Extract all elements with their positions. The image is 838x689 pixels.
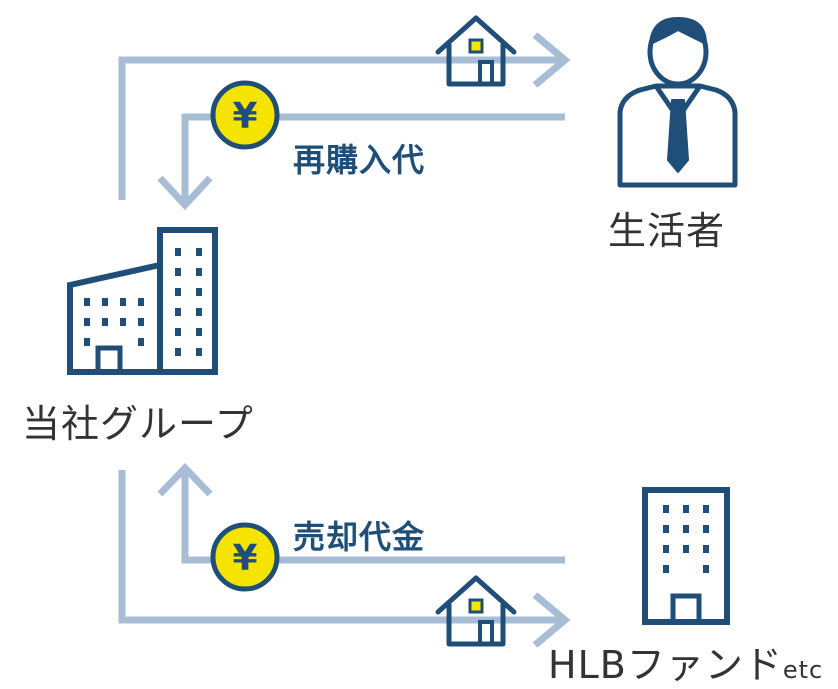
consumer-label: 生活者	[608, 209, 726, 253]
arrow-group-to-consumer	[118, 32, 571, 200]
house-icon	[438, 578, 514, 644]
yen-symbol: ¥	[232, 538, 257, 579]
yen-symbol: ¥	[232, 96, 257, 137]
office-buildings-icon	[67, 227, 218, 375]
fund-name: HLBファンド	[548, 643, 783, 687]
fund-label: HLBファンドetc	[548, 634, 823, 689]
repurchase-flow-label: 再購入代	[293, 141, 426, 179]
yen-coin-icon: ¥	[213, 525, 277, 589]
house-icon	[438, 18, 514, 84]
sale-flow-label: 売却代金	[293, 518, 426, 556]
person-icon	[617, 17, 738, 188]
group-label: 当社グループ	[22, 402, 254, 446]
arrow-consumer-to-group	[157, 113, 565, 211]
yen-coin-icon: ¥	[213, 83, 277, 147]
arrow-group-to-fund	[118, 470, 571, 648]
arrow-fund-to-group	[157, 462, 565, 564]
fund-suffix: etc	[782, 656, 824, 684]
fund-building-icon	[642, 487, 730, 625]
